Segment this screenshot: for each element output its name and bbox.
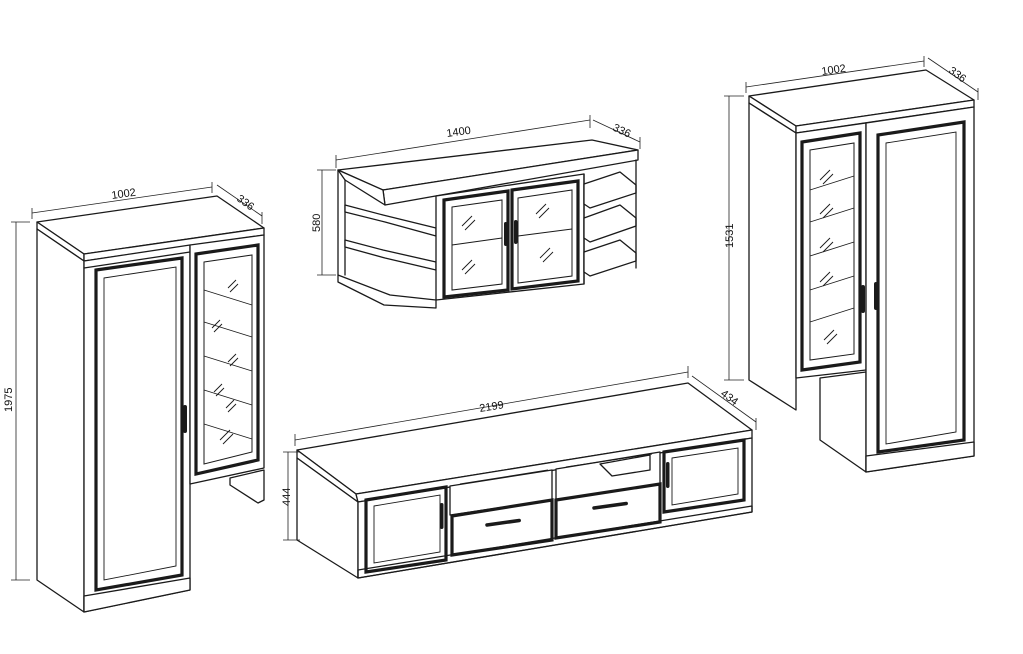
left-cabinet bbox=[36, 195, 265, 613]
wall-unit-height-label: 580 bbox=[311, 214, 323, 232]
left-cabinet-dims bbox=[11, 182, 263, 581]
right-cabinet-depth-label: 336 bbox=[946, 65, 968, 85]
right-cabinet-width-label: 1002 bbox=[821, 63, 847, 78]
right-cabinet-height-label: 1531 bbox=[724, 224, 736, 248]
wall-unit bbox=[337, 139, 639, 309]
tv-stand bbox=[296, 382, 753, 579]
tv-stand-width-label: 2199 bbox=[479, 399, 505, 415]
right-cabinet bbox=[748, 69, 975, 473]
wall-unit-width-label: 1400 bbox=[446, 125, 472, 140]
left-cabinet-width-label: 1002 bbox=[111, 187, 137, 202]
right-cabinet-dims bbox=[724, 56, 979, 381]
left-cabinet-height-label: 1975 bbox=[3, 388, 15, 412]
tv-stand-dims bbox=[283, 366, 757, 541]
tv-stand-height-label: 444 bbox=[281, 488, 293, 506]
wall-unit-dims bbox=[317, 115, 641, 276]
tv-stand-depth-label: 434 bbox=[718, 388, 740, 408]
wall-unit-depth-label: 336 bbox=[611, 122, 633, 141]
